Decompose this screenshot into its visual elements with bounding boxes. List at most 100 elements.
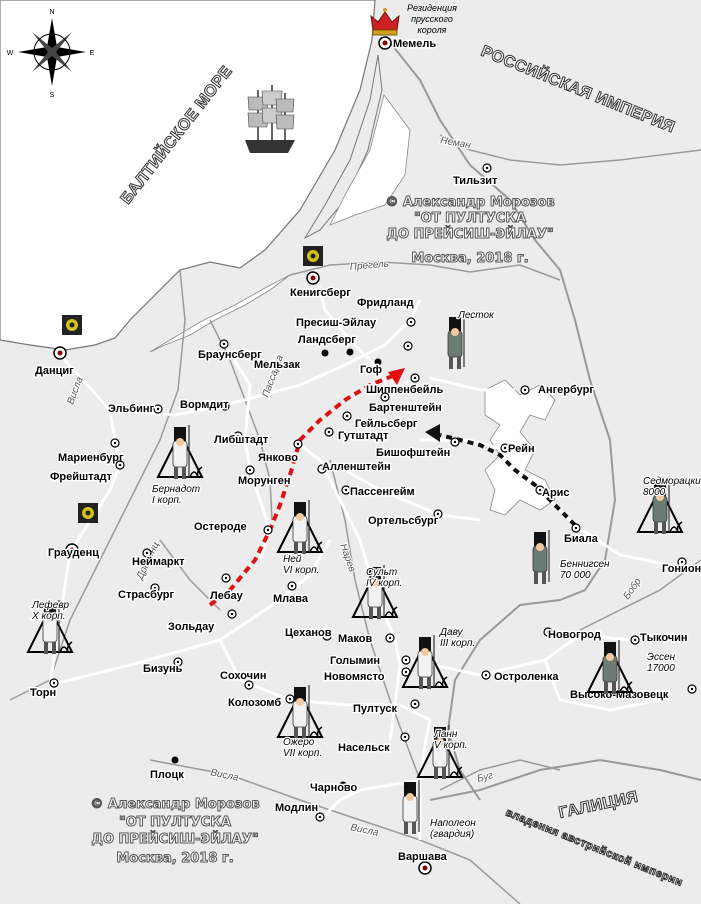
city-label: Колозомб [228, 697, 281, 709]
soldier-icon [532, 530, 550, 584]
city-sokhochin: Сохочин [219, 669, 268, 690]
svg-text:© Александр Морозов: © Александр Морозов [385, 195, 554, 210]
city-label: Насельск [338, 742, 390, 754]
city-label: Гоф [360, 364, 382, 376]
city-pultusk: Пултуск [352, 699, 420, 717]
tent-icon [416, 730, 464, 778]
corps-label: Ланн [433, 729, 458, 740]
soldier-icon [367, 565, 385, 619]
corps-label: Наполеон [430, 818, 476, 829]
russian-border [387, 39, 617, 801]
city-jankovo: Янково [257, 439, 303, 466]
city-label: Бишофштейн [376, 447, 450, 459]
corps-label: Эссен [647, 652, 676, 663]
city-lebau: Лебау [209, 573, 245, 604]
city-label: Остероде [194, 521, 247, 533]
city-label: Лебау [210, 590, 244, 602]
city-neumarkt: Неймаркт [131, 548, 187, 570]
city-label: Мемель [393, 38, 436, 50]
city-warsaw: Варшава [397, 850, 449, 875]
city-gof: Гоф [359, 358, 384, 378]
city-label: Вормдит [180, 399, 229, 411]
svg-text:Резиденция: Резиденция [407, 3, 457, 13]
russian-route-arrow [425, 424, 440, 442]
city-label: Мариенбург [58, 452, 124, 464]
tent-icon [586, 645, 634, 693]
city-angerburg: Ангербург [520, 383, 596, 398]
city-label: Пултуск [353, 703, 397, 715]
city-label: Тыкочин [640, 632, 688, 644]
crown-icon [370, 8, 400, 36]
soldier-icon [402, 780, 420, 834]
city-label: Ангербург [538, 384, 594, 396]
fortress-icon [303, 246, 323, 266]
city-ortelsburg: Ортельсбург [367, 509, 443, 529]
city-rhein: Рейн [500, 442, 536, 457]
river-label-vistula-south: Висла [209, 767, 240, 784]
city-label: Тильзит [453, 175, 498, 187]
city-tsekhanov: Цеханов [284, 626, 333, 641]
city-label: Кенигсберг [290, 287, 351, 299]
campfire-icon [309, 541, 323, 553]
svg-text:W: W [7, 50, 14, 57]
city-novogrod: Новогрод [543, 627, 602, 643]
city-label: Гутштадт [338, 430, 389, 442]
campfire-icon [309, 726, 323, 738]
city-strasburg: Страсбург [117, 583, 176, 603]
river-label-bobr: Бобр [621, 575, 644, 601]
city-plock: Плоцк [149, 756, 186, 783]
city-label: Янково [258, 452, 298, 464]
city-gutstadt: Гутштадт [324, 427, 391, 444]
rivers [9, 134, 701, 904]
soldier-icon [417, 635, 435, 689]
city-mohrungen: Морунген [237, 465, 292, 489]
city-label: Ландсберг [298, 334, 356, 346]
city-label: Цеханов [285, 627, 332, 639]
vistula-lagoon [149, 274, 291, 353]
campfire-icon [619, 681, 633, 693]
city-thorn: Торн [29, 678, 59, 701]
corps-label: Ожеро [283, 737, 315, 748]
campfire-icon [434, 676, 448, 688]
corps-label: X корп. [31, 611, 66, 622]
city-label: Морунген [238, 475, 291, 487]
tent-icon [401, 640, 449, 688]
corps-label: 17000 [647, 663, 675, 674]
river-label-bug: Буг [476, 770, 495, 785]
city-label: Бартенштейн [369, 402, 442, 414]
french-route-arrow [388, 368, 405, 385]
region-austria: владения австрийской империи [504, 807, 685, 889]
svg-text:"ОТ ПУЛТУСКА: "ОТ ПУЛТУСКА [414, 211, 526, 226]
city-label: Сохочин [220, 670, 266, 682]
city-label: Млава [273, 593, 309, 605]
city-label: Алленштейн [322, 461, 391, 473]
city-danzig: Данциг [34, 346, 76, 379]
corps-label: Сульт [366, 567, 397, 578]
city-memel: Мемель [378, 36, 438, 52]
corps-label: III корп. [440, 638, 475, 649]
city-allenstein: Алленштейн [317, 460, 392, 475]
soldier-icon [602, 640, 620, 694]
city-label: Бизунь [143, 663, 183, 675]
river-label-narew: Нарев [337, 542, 357, 573]
fortress-icon [62, 315, 82, 335]
city-label: Биала [564, 533, 599, 545]
corps-label: V корп. [434, 740, 468, 751]
city-golymin: Голымин [329, 654, 411, 669]
city-markers: МемельТильзитКенигсбергФридландПресиш-Эй… [29, 36, 701, 875]
soldier-icon [652, 480, 670, 534]
city-passenheim: Пассенгейм [341, 485, 416, 500]
city-kolozomb: Колозомб [227, 694, 295, 711]
city-landsberg: Ландсберг [297, 333, 358, 356]
city-label: Эльбинг [108, 403, 155, 415]
svg-text:Москва, 2018 г.: Москва, 2018 г. [116, 851, 233, 866]
campfire-icon [189, 466, 203, 478]
city-label: Фрейштадт [50, 471, 113, 483]
svg-text:прусского: прусского [411, 14, 453, 24]
city-label: Зольдау [168, 621, 215, 633]
